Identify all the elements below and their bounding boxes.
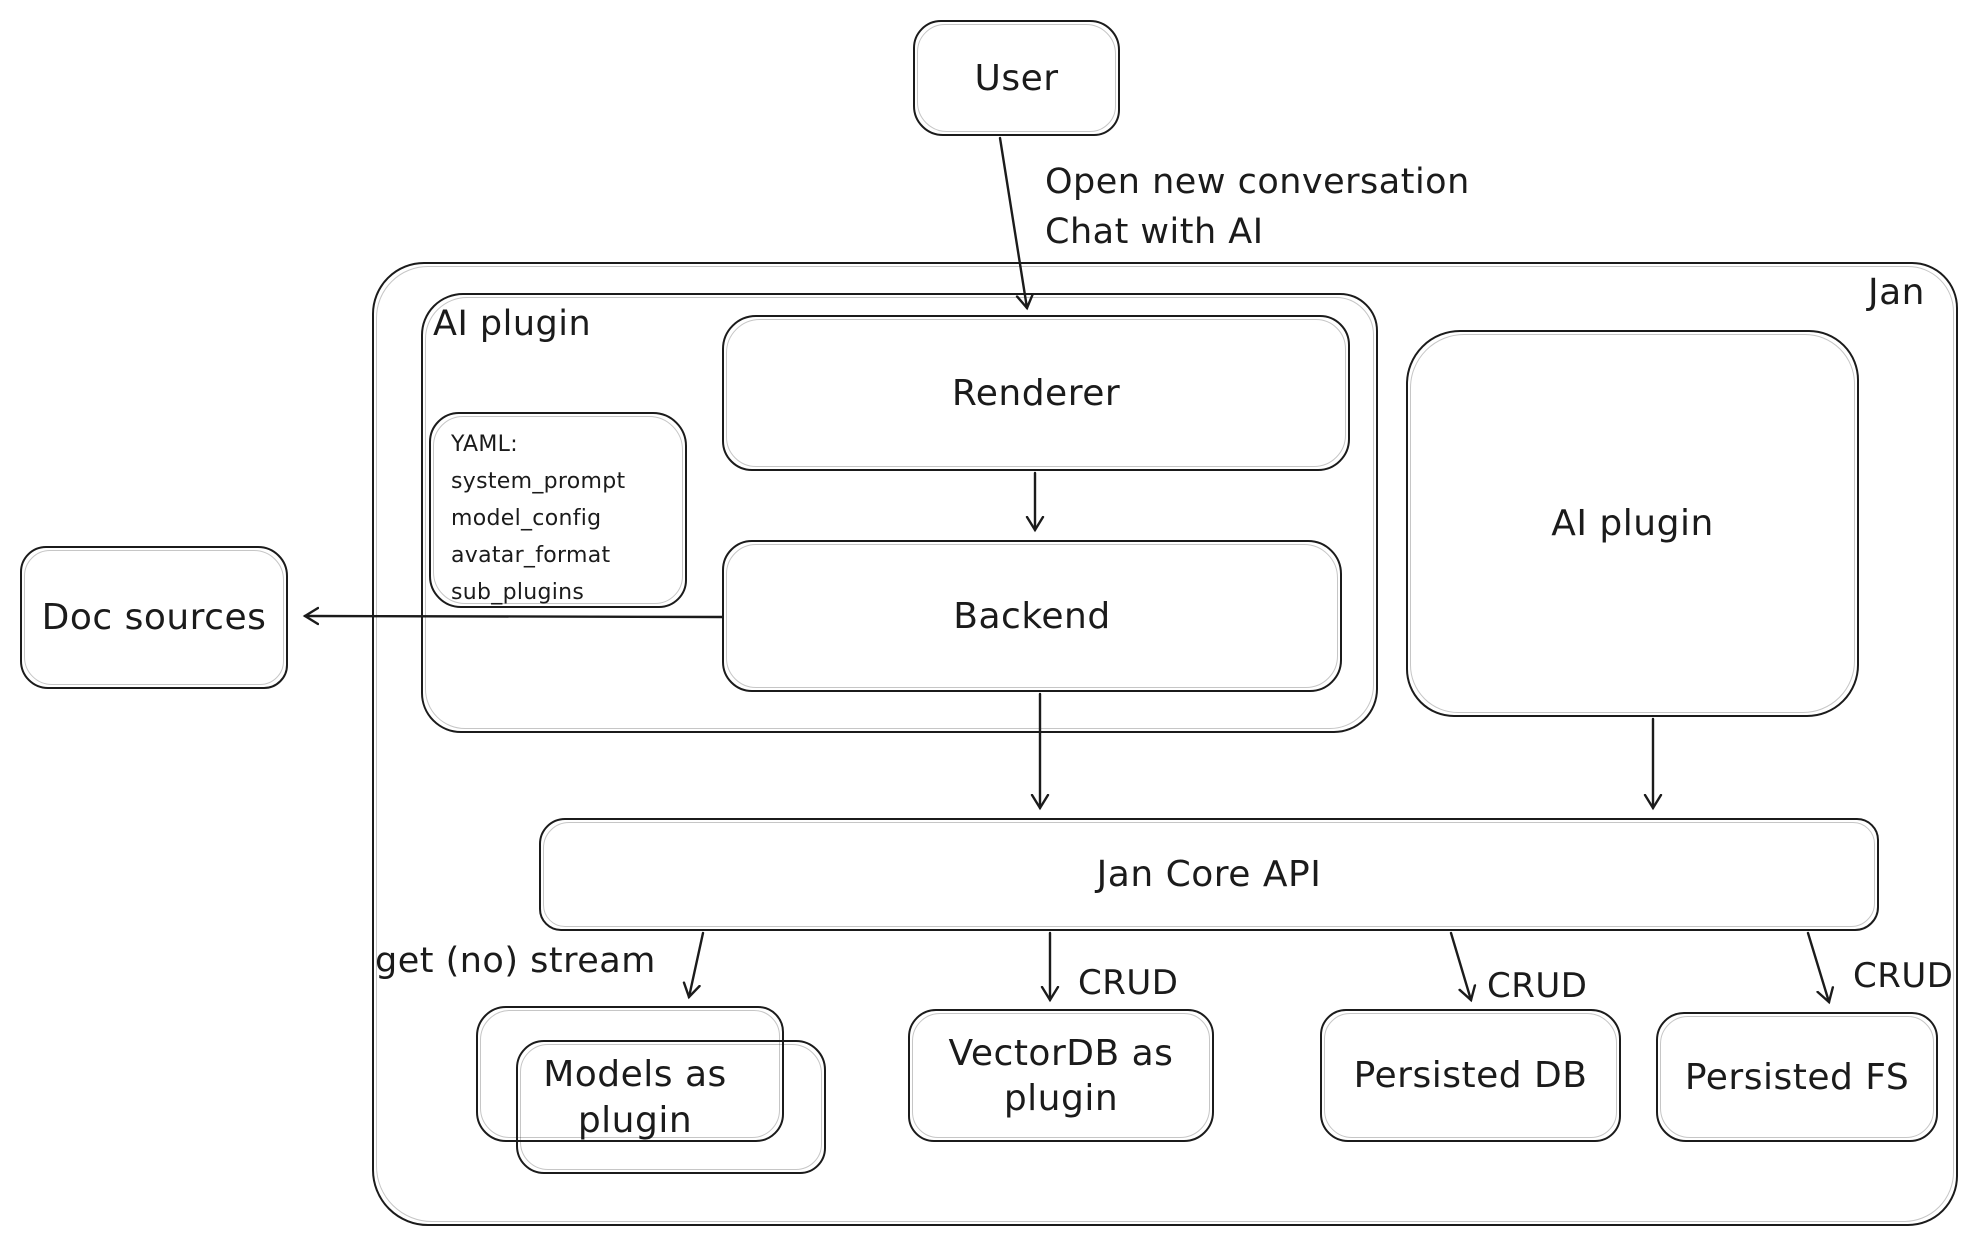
arrow-core-api-to-persisted-fs (1806, 931, 1829, 1002)
ai-plugin-node: AI plugin (1406, 330, 1859, 717)
persisted-db-label: Persisted DB (1353, 1055, 1588, 1096)
user-edge-label-line2: Chat with AI (1045, 212, 1264, 252)
vectordb-as-plugin-label: VectorDB as plugin (948, 1032, 1174, 1119)
user-edge-label-line1: Open new conversation (1045, 162, 1470, 202)
jan-core-api-node: Jan Core API (539, 818, 1879, 931)
yaml-note-line: sub_plugins (451, 580, 585, 605)
models-as-plugin-label: Models as plugin (543, 1054, 727, 1141)
get-no-stream-label: get (no) stream (375, 941, 656, 981)
arrow-core-api-to-models (689, 931, 705, 997)
persisted-fs-node: Persisted FS (1656, 1012, 1938, 1142)
yaml-note: YAML: system_prompt model_config avatar_… (429, 412, 687, 608)
doc-sources-node-label: Doc sources (41, 597, 267, 638)
vectordb-as-plugin-node: VectorDB as plugin (908, 1009, 1214, 1142)
models-as-plugin-node (516, 1040, 826, 1174)
backend-node-label: Backend (953, 595, 1111, 637)
arrow-core-api-to-persisted-db (1449, 931, 1471, 1000)
arrow-user-to-renderer (998, 136, 1027, 308)
persisted-db-node: Persisted DB (1320, 1009, 1621, 1142)
ai-plugin-container (421, 293, 1378, 733)
yaml-note-line: model_config (451, 506, 602, 531)
models-as-plugin-node-back (476, 1006, 784, 1142)
renderer-node: Renderer (722, 315, 1350, 471)
crud-label-vectordb: CRUD (1078, 963, 1179, 1003)
yaml-note-line: avatar_format (451, 543, 611, 568)
jan-core-api-node-label: Jan Core API (1096, 854, 1322, 895)
user-node-label: User (974, 57, 1059, 99)
jan-container (372, 262, 1958, 1226)
user-node: User (913, 20, 1120, 136)
yaml-note-line: system_prompt (451, 469, 626, 494)
ai-plugin-container-label: AI plugin (433, 304, 592, 344)
jan-container-label: Jan (1868, 272, 1925, 313)
user-edge-label: Open new conversation Chat with AI (1045, 157, 1470, 257)
crud-label-persisted-fs: CRUD (1853, 956, 1954, 996)
doc-sources-node: Doc sources (20, 546, 288, 689)
yaml-note-title: YAML: (451, 432, 518, 457)
arrow-backend-to-doc-sources (305, 616, 724, 617)
persisted-fs-label: Persisted FS (1684, 1056, 1910, 1098)
renderer-node-label: Renderer (951, 372, 1121, 414)
ai-plugin-node-label: AI plugin (1551, 503, 1714, 544)
backend-node: Backend (722, 540, 1342, 692)
crud-label-persisted-db: CRUD (1487, 966, 1588, 1006)
